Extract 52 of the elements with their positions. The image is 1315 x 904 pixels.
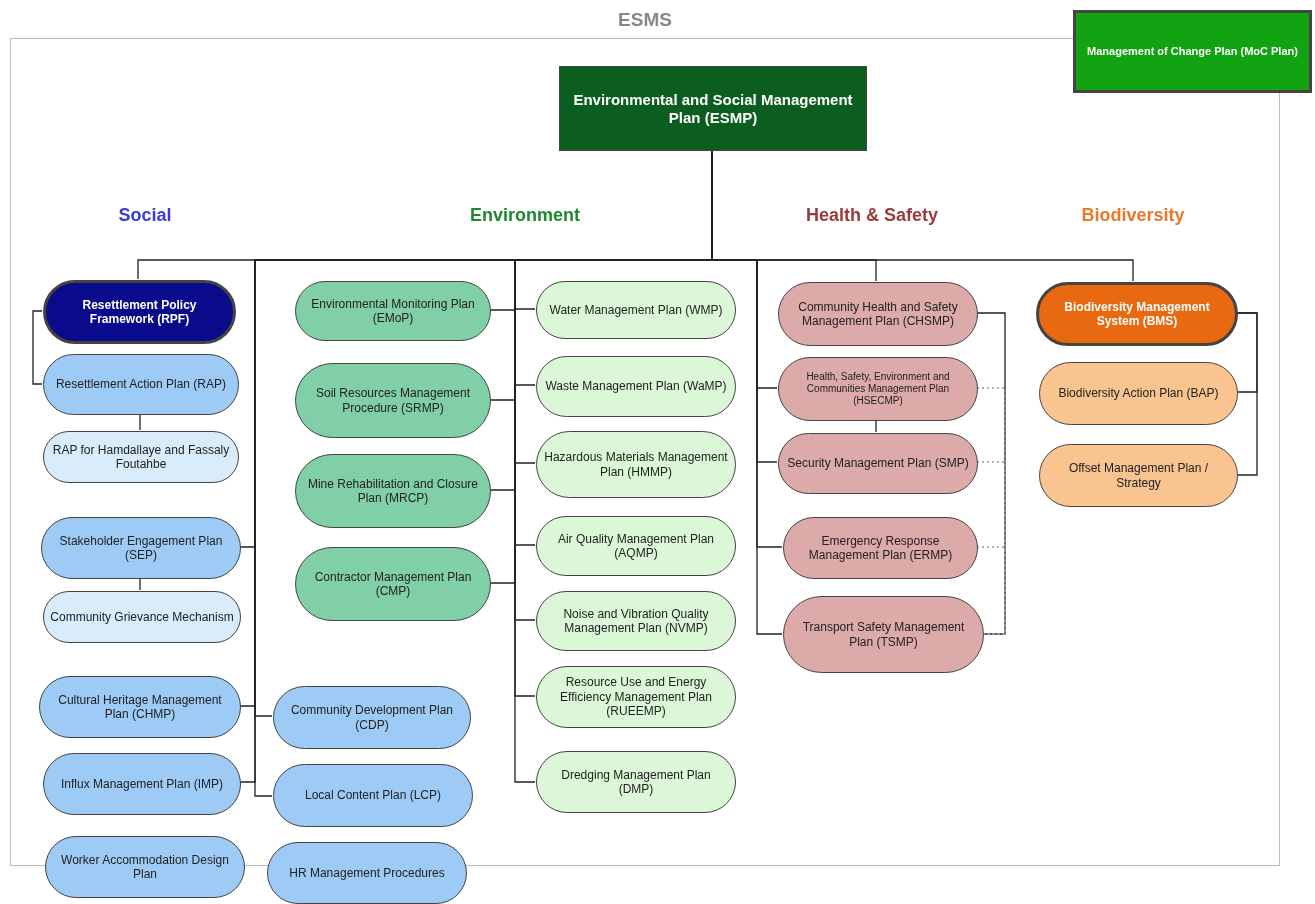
node-label: Contractor Management Plan (CMP): [313, 569, 473, 599]
node-label: Soil Resources Management Procedure (SRMP): [314, 386, 472, 415]
node-label: Community Development Plan (CDP): [289, 703, 455, 732]
node-label: Resource Use and Energy Efficiency Management Plan (RUEEMP): [559, 675, 713, 719]
connector-line: [32, 310, 43, 385]
node-label: Cultural Heritage Management Plan (CHMP): [57, 692, 223, 722]
node-label: Community Health and Safety Management Plan (CHSMP): [797, 299, 959, 329]
plan-pill: [43, 591, 241, 643]
node-label: RAP for Hamdallaye and Fassaly Foutahbe: [51, 442, 231, 472]
node-label: Water Management Plan (WMP): [548, 302, 724, 318]
node-label: Worker Accommodation Design Plan: [60, 852, 230, 882]
node-label: Mine Rehabilitation and Closure Plan (MRCP): [306, 476, 480, 506]
node-label: Resettlement Action Plan (RAP): [54, 377, 228, 392]
connector-line: [875, 419, 877, 433]
node-label: Health, Safety, Environment and Communities Management Plan (HSECMP): [805, 371, 951, 407]
node-label: Local Content Plan (LCP): [303, 788, 443, 803]
category-heading: Health & Safety: [806, 205, 938, 226]
plan-pill: [1036, 282, 1238, 346]
plan-pill: [295, 281, 491, 341]
node-label: Air Quality Management Plan (AQMP): [556, 531, 716, 561]
node-label: Resettlement Policy Framework (RPF): [81, 297, 198, 327]
node-label: Biodiversity Management System (BMS): [1063, 299, 1211, 329]
plan-box: [1073, 10, 1312, 93]
node-label: Offset Management Plan / Strategy: [1067, 461, 1210, 490]
node-label: Emergency Response Management Plan (ERMP): [807, 533, 954, 563]
node-label: Influx Management Plan (IMP): [59, 776, 225, 792]
category-heading: Biodiversity: [1081, 205, 1185, 226]
connector-line: [976, 312, 1006, 635]
connector-line: [139, 577, 141, 591]
plan-pill: [536, 591, 736, 651]
plan-pill: [536, 516, 736, 576]
connector-line: [1236, 312, 1258, 476]
node-label: Hazardous Materials Management Plan (HMMP): [543, 450, 729, 479]
category-heading: Social: [118, 205, 172, 226]
node-label: Management of Change Plan (MoC Plan): [1086, 44, 1299, 59]
category-heading: Environment: [470, 205, 580, 226]
node-label: Biodiversity Action Plan (BAP): [1057, 386, 1220, 401]
node-label: Waste Management Plan (WaMP): [544, 379, 728, 394]
plan-pill: [43, 280, 236, 344]
node-label: Community Grievance Mechanism: [49, 609, 235, 625]
node-label: Dredging Management Plan (DMP): [560, 767, 712, 797]
node-label: Noise and Vibration Quality Management Plan (NVMP): [562, 606, 710, 636]
node-label: Environmental and Social Management Plan (ESMP): [572, 90, 854, 127]
group-title: ESMS: [617, 9, 673, 31]
connector-line: [139, 413, 141, 431]
node-label: Transport Safety Management Plan (TSMP): [801, 620, 966, 649]
node-label: Stakeholder Engagement Plan (SEP): [58, 533, 224, 563]
node-label: HR Management Procedures: [288, 865, 446, 881]
plan-pill: [43, 431, 239, 483]
node-label: Environmental Monitoring Plan (EMoP): [310, 296, 476, 326]
node-label: Security Management Plan (SMP): [786, 456, 970, 471]
plan-box: [559, 66, 867, 151]
